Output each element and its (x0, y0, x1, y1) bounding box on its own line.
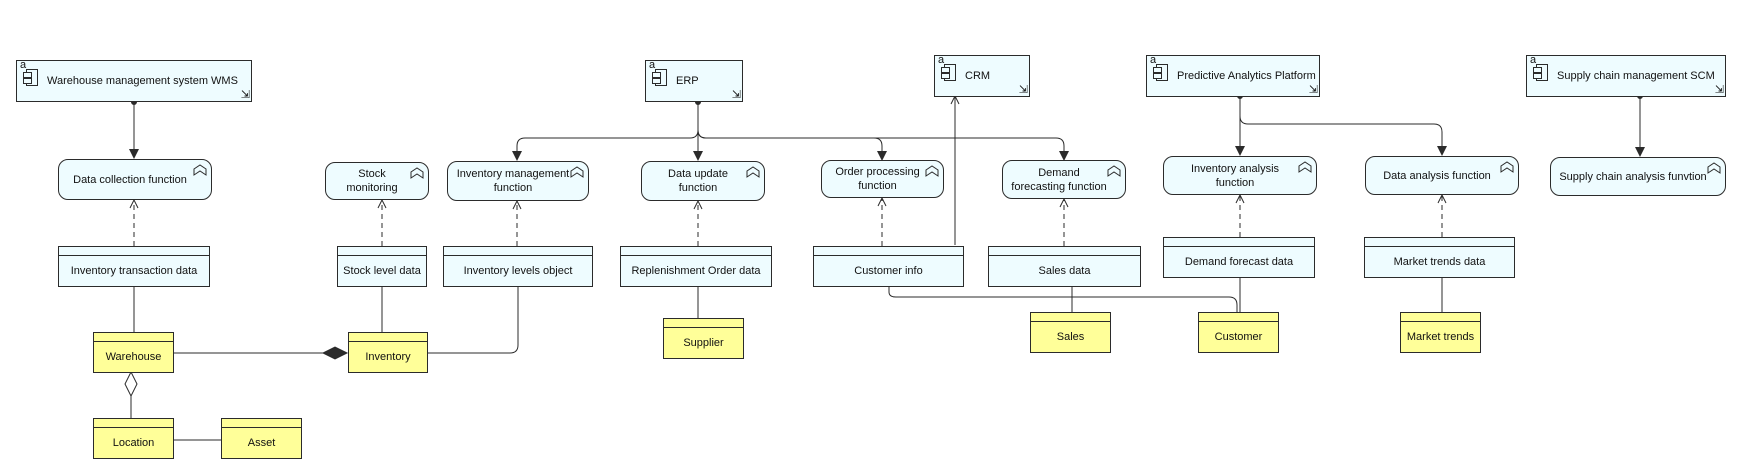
flow-icon: ⇲ (1308, 84, 1318, 96)
business-object-label: Market trends (1406, 331, 1475, 343)
erp-to-inventory-management (512, 102, 699, 161)
component-label: Warehouse management system WMS (47, 75, 238, 87)
data-object-label: Replenishment Order data (631, 265, 761, 277)
data-object-label: Stock level data (343, 265, 421, 277)
function-chevron-icon (570, 166, 584, 178)
business-object-sales[interactable]: Sales (1030, 312, 1111, 353)
data-object-label: Sales data (1038, 265, 1091, 277)
function-chevron-icon (746, 166, 760, 178)
pap-to-data-analysis (1239, 96, 1447, 156)
function-label: Data analysis function (1383, 169, 1491, 182)
data-object-stock-level[interactable]: Stock level data (337, 246, 427, 287)
component-wms[interactable]: a Warehouse management system WMS ⇲ (16, 59, 252, 102)
flow-icon: ⇲ (1714, 84, 1724, 96)
business-object-customer[interactable]: Customer (1198, 312, 1279, 353)
business-object-label: Sales (1056, 331, 1085, 343)
aggregation-diamond (124, 370, 138, 398)
inventory-to-levels-object (428, 287, 519, 354)
component-predictive-analytics[interactable]: a Predictive Analytics Platform ⇲ (1146, 54, 1320, 97)
business-object-label: Supplier (683, 337, 724, 349)
data-object-label: Market trends data (1393, 256, 1486, 268)
erp-to-demand-forecasting (697, 102, 1069, 161)
function-chevron-icon (193, 164, 207, 176)
flow-icon: ⇲ (240, 89, 250, 101)
data-object-label: Inventory levels object (463, 265, 573, 277)
function-data-collection[interactable]: Data collection function (58, 159, 212, 200)
component-type-letter: a (1530, 54, 1537, 66)
data-object-inventory-levels[interactable]: Inventory levels object (443, 246, 593, 287)
data-object-customer-info[interactable]: Customer info (813, 246, 964, 287)
component-label: Predictive Analytics Platform (1177, 70, 1316, 82)
business-object-inventory[interactable]: Inventory (348, 332, 428, 373)
function-label: Data update function (668, 168, 728, 194)
business-object-label: Customer (1214, 331, 1263, 343)
function-chevron-icon (925, 165, 939, 177)
component-type-letter: a (1150, 54, 1157, 66)
data-object-inventory-transaction[interactable]: Inventory transaction data (58, 246, 210, 287)
business-object-label: Asset (247, 437, 276, 449)
data-object-replenishment-order[interactable]: Replenishment Order data (620, 246, 772, 287)
data-object-market-trends[interactable]: Market trends data (1364, 237, 1515, 278)
data-object-demand-forecast[interactable]: Demand forecast data (1163, 237, 1315, 278)
component-label: ERP (676, 75, 699, 87)
component-label: CRM (965, 70, 991, 82)
data-object-label: Demand forecast data (1184, 256, 1294, 268)
component-icon (1533, 62, 1548, 81)
customer-to-customer-info (888, 287, 1238, 312)
component-scm[interactable]: a Supply chain management SCM ⇲ (1526, 54, 1726, 97)
function-inventory-analysis[interactable]: Inventory analysis function (1163, 156, 1317, 195)
business-object-asset[interactable]: Asset (221, 418, 302, 459)
component-crm[interactable]: a CRM ⇲ (934, 54, 1030, 97)
business-object-market-trends[interactable]: Market trends (1400, 312, 1481, 353)
function-order-processing[interactable]: Order processing function (821, 160, 944, 198)
business-object-location[interactable]: Location (93, 418, 174, 459)
business-object-label: Inventory (365, 351, 411, 363)
component-icon (941, 62, 956, 81)
function-label: Data collection function (73, 173, 187, 186)
component-icon (652, 67, 667, 86)
business-object-warehouse[interactable]: Warehouse (93, 332, 174, 373)
component-type-letter: a (20, 59, 27, 71)
composition-diamond (321, 346, 349, 360)
component-type-letter: a (938, 54, 945, 66)
component-icon (23, 67, 38, 86)
business-object-label: Location (112, 437, 155, 449)
function-label: Order processing function (835, 166, 920, 192)
function-data-analysis[interactable]: Data analysis function (1365, 156, 1519, 195)
function-label: Supply chain analysis funvtion (1559, 170, 1707, 183)
business-object-label: Warehouse (105, 351, 162, 363)
function-chevron-icon (1500, 161, 1514, 173)
data-object-label: Inventory transaction data (70, 265, 198, 277)
business-object-supplier[interactable]: Supplier (663, 318, 744, 359)
function-chevron-icon (1107, 165, 1121, 177)
function-chevron-icon (1298, 161, 1312, 173)
function-demand-forecasting[interactable]: Demand forecasting function (1002, 160, 1126, 199)
function-label: Inventory analysis function (1190, 162, 1280, 189)
function-label: Demand forecasting function (1011, 166, 1107, 193)
component-icon (1153, 62, 1168, 81)
function-chevron-icon (410, 167, 424, 179)
function-supply-chain-analysis[interactable]: Supply chain analysis funvtion (1550, 157, 1726, 196)
flow-icon: ⇲ (1018, 84, 1028, 96)
function-stock-monitoring[interactable]: Stock monitoring (325, 162, 429, 200)
function-data-update[interactable]: Data update function (641, 161, 765, 201)
data-object-label: Customer info (854, 265, 923, 277)
function-label: Inventory management function (456, 168, 570, 194)
data-object-sales-data[interactable]: Sales data (988, 246, 1141, 287)
component-type-letter: a (649, 59, 656, 71)
function-chevron-icon (1707, 162, 1721, 174)
function-inventory-management[interactable]: Inventory management function (447, 161, 589, 201)
erp-to-order-processing (697, 102, 887, 161)
flow-icon: ⇲ (731, 89, 741, 101)
component-label: Supply chain management SCM (1557, 70, 1715, 82)
function-label: Stock monitoring (346, 168, 398, 194)
component-erp[interactable]: a ERP ⇲ (645, 59, 743, 102)
